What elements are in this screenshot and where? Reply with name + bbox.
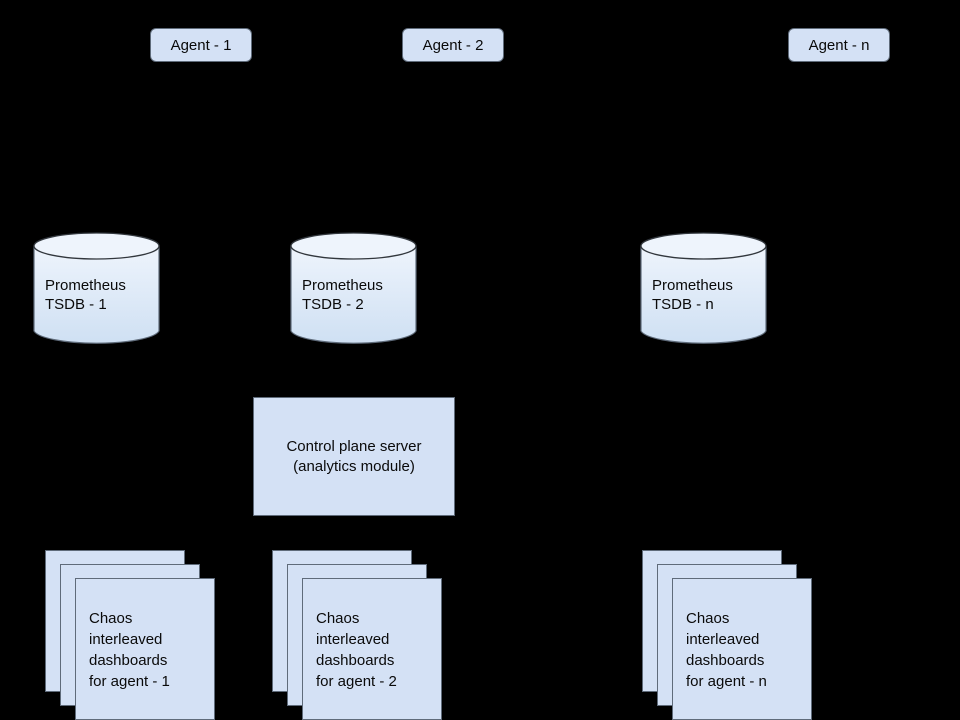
- database-label-1: Prometheus TSDB - 1: [45, 277, 126, 313]
- database-cylinder-n[interactable]: Prometheus TSDB - n: [640, 232, 767, 345]
- agent-box-n[interactable]: Agent - n: [788, 28, 890, 62]
- cylinder-shape-n: [640, 232, 767, 344]
- dashboard-sheet-front-1: [75, 578, 215, 720]
- dashboard-sheet-front-n: [672, 578, 812, 720]
- cylinder-shape-1: [33, 232, 160, 344]
- edge-agent1-to-tsdb1: [91, 62, 202, 235]
- agent-box-2[interactable]: Agent - 2: [402, 28, 504, 62]
- database-label-2: Prometheus TSDB - 2: [302, 277, 383, 313]
- dashboard-label-1: Chaos interleaved dashboards for agent -…: [89, 610, 170, 690]
- dashboard-label-n: Chaos interleaved dashboards for agent -…: [686, 610, 767, 690]
- agent-label-1: Agent - 1: [170, 36, 232, 54]
- dashboard-label-2: Chaos interleaved dashboards for agent -…: [316, 610, 397, 690]
- agent-box-1[interactable]: Agent - 1: [150, 28, 252, 62]
- edge-tsdb1-to-server: [95, 345, 353, 399]
- edge-agent2-to-tsdb2: [348, 62, 454, 235]
- dashboard-stack-1[interactable]: Chaos interleaved dashboards for agent -…: [45, 550, 215, 720]
- cylinder-shape-2: [290, 232, 417, 344]
- database-cylinder-1[interactable]: Prometheus TSDB - 1: [33, 232, 160, 345]
- dashboard-stack-n[interactable]: Chaos interleaved dashboards for agent -…: [642, 550, 812, 720]
- agent-label-n: Agent - n: [808, 36, 870, 54]
- agent-label-2: Agent - 2: [422, 36, 484, 54]
- edge-agentn-to-tsdbn: [698, 62, 840, 235]
- edge-tsdbn-to-server: [353, 345, 704, 399]
- database-label-n: Prometheus TSDB - n: [652, 277, 733, 313]
- control-plane-server-box[interactable]: Control plane server (analytics module): [253, 397, 455, 516]
- database-cylinder-2[interactable]: Prometheus TSDB - 2: [290, 232, 417, 345]
- edge-tsdb2-to-server: [348, 345, 358, 400]
- control-plane-server-label: Control plane server (analytics module): [286, 437, 422, 475]
- dashboard-stack-2[interactable]: Chaos interleaved dashboards for agent -…: [272, 550, 442, 720]
